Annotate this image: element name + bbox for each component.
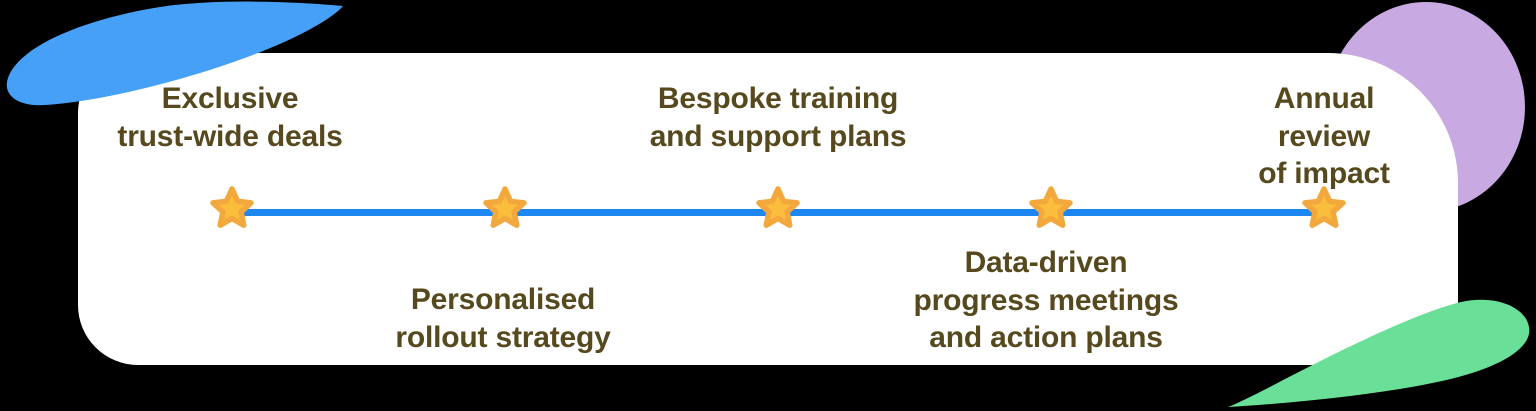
star-icon: [210, 186, 254, 228]
milestone-label: Annual review of impact: [1258, 82, 1390, 190]
star-icon: [483, 186, 527, 228]
milestone-label: Exclusive trust-wide deals: [117, 82, 343, 153]
milestone-label: Data-driven progress meetings and action…: [913, 246, 1179, 354]
milestone-label: Bespoke training and support plans: [649, 82, 907, 153]
milestone-label: Personalised rollout strategy: [395, 283, 611, 354]
star-icon: [1302, 186, 1346, 228]
star-icon: [756, 186, 800, 228]
star-icon: [1029, 186, 1073, 228]
